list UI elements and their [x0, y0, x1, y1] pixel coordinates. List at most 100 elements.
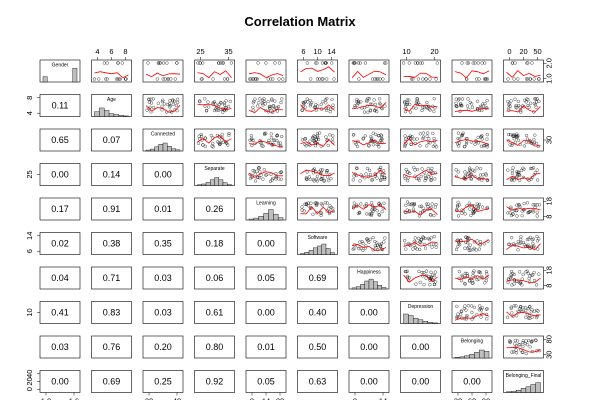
- scatter-point: [480, 137, 484, 141]
- scatter-point: [420, 237, 424, 241]
- smoother-line: [351, 140, 387, 146]
- scatter-point: [322, 179, 326, 183]
- axis-tick-label: 20: [519, 47, 527, 56]
- axis-tick-label: 80: [545, 335, 554, 343]
- scatter-point: [510, 171, 515, 175]
- scatter-point: [463, 177, 467, 181]
- scatter-point: [374, 246, 378, 250]
- scatter-point: [478, 307, 482, 311]
- scatter-point: [352, 174, 356, 178]
- scatter-point: [353, 104, 357, 108]
- smoother-line: [506, 70, 541, 78]
- scatter-point: [374, 173, 378, 177]
- smoother-line: [454, 174, 490, 181]
- scatter-point: [483, 281, 487, 285]
- scatter-point: [481, 205, 485, 209]
- histogram-bar: [201, 183, 207, 186]
- scatter-point: [421, 105, 425, 109]
- scatter-point: [471, 61, 475, 65]
- scatter-point: [403, 210, 407, 214]
- scatter-point: [382, 240, 386, 244]
- scatter-point: [219, 61, 223, 65]
- scatter-point: [522, 208, 526, 212]
- scatter-point: [427, 236, 431, 240]
- scatter-point: [422, 106, 426, 110]
- scatter-point: [220, 136, 224, 140]
- scatter-point: [315, 61, 319, 65]
- scatter-point: [161, 77, 165, 81]
- panel-r6-c5: 0.69: [297, 266, 338, 290]
- scatter-point: [351, 133, 355, 137]
- scatter-point: [175, 61, 179, 65]
- histogram-bar: [308, 250, 314, 255]
- scatter-point: [406, 179, 410, 183]
- scatter-point: [456, 136, 460, 141]
- scatter-point: [257, 166, 261, 170]
- scatter-point: [320, 168, 325, 172]
- scatter-point: [196, 61, 200, 65]
- scatter-point: [151, 97, 155, 101]
- scatter-point: [250, 174, 254, 178]
- p-value-label: 0.11: [52, 101, 69, 111]
- axis-tick-label: 2.0: [545, 58, 554, 68]
- scatter-point: [354, 142, 358, 146]
- scatter-point: [535, 316, 539, 320]
- scatter-point: [151, 105, 155, 110]
- scatter-point: [218, 142, 222, 146]
- histogram-bar: [381, 287, 387, 290]
- scatter-point: [403, 110, 408, 114]
- scatter-point: [313, 201, 317, 205]
- smoother-line: [403, 103, 438, 112]
- scatter-point: [351, 178, 355, 182]
- panel-r9-c5: 0.63: [297, 370, 338, 393]
- panel-frame: [142, 370, 184, 393]
- smoother-line: [403, 241, 438, 247]
- scatter-point: [120, 61, 124, 65]
- scatter-point: [466, 61, 470, 65]
- scatter-point: [376, 77, 380, 81]
- histogram-bar: [263, 213, 269, 221]
- panel-frame: [194, 128, 235, 152]
- p-value-label: 0.71: [103, 273, 121, 283]
- smoother-line: [454, 204, 490, 212]
- scatter-point: [532, 173, 536, 177]
- scatter-point: [531, 210, 535, 214]
- histogram-bar: [321, 243, 327, 255]
- panel-frame: [400, 163, 441, 186]
- scatter-point: [279, 170, 283, 174]
- scatter-point: [433, 270, 437, 274]
- scatter-point: [305, 97, 309, 101]
- scatter-point: [219, 101, 223, 105]
- scatter-point: [275, 133, 279, 137]
- scatter-point: [315, 134, 319, 138]
- scatter-point: [371, 77, 375, 81]
- scatter-point: [251, 101, 255, 105]
- scatter-point: [268, 106, 272, 110]
- scatter-point: [378, 102, 382, 106]
- p-value-label: 0.01: [257, 342, 275, 352]
- scatter-point: [537, 203, 541, 207]
- scatter-point: [328, 110, 332, 114]
- histogram-bar: [218, 179, 224, 186]
- scatter-point: [466, 97, 470, 101]
- scatter-point: [472, 246, 476, 250]
- scatter-point: [325, 209, 329, 213]
- scatter-point: [268, 104, 272, 108]
- scatter-point: [422, 209, 426, 213]
- scatter-point: [378, 168, 382, 172]
- scatter-point: [516, 77, 520, 81]
- histogram-bar: [351, 287, 357, 290]
- scatter-point: [366, 96, 370, 101]
- smoother-line: [248, 140, 284, 148]
- panel-r6-c6: Happiness: [348, 266, 390, 290]
- p-value-label: 0.00: [360, 308, 378, 318]
- scatter-point: [530, 238, 534, 242]
- scatter-point: [261, 103, 265, 107]
- scatter-point: [529, 246, 533, 250]
- scatter-point: [466, 241, 470, 245]
- scatter-point: [417, 177, 421, 181]
- scatter-point: [274, 106, 278, 110]
- scatter-point: [219, 100, 223, 105]
- scatter-point: [407, 61, 411, 65]
- scatter-point: [432, 282, 436, 286]
